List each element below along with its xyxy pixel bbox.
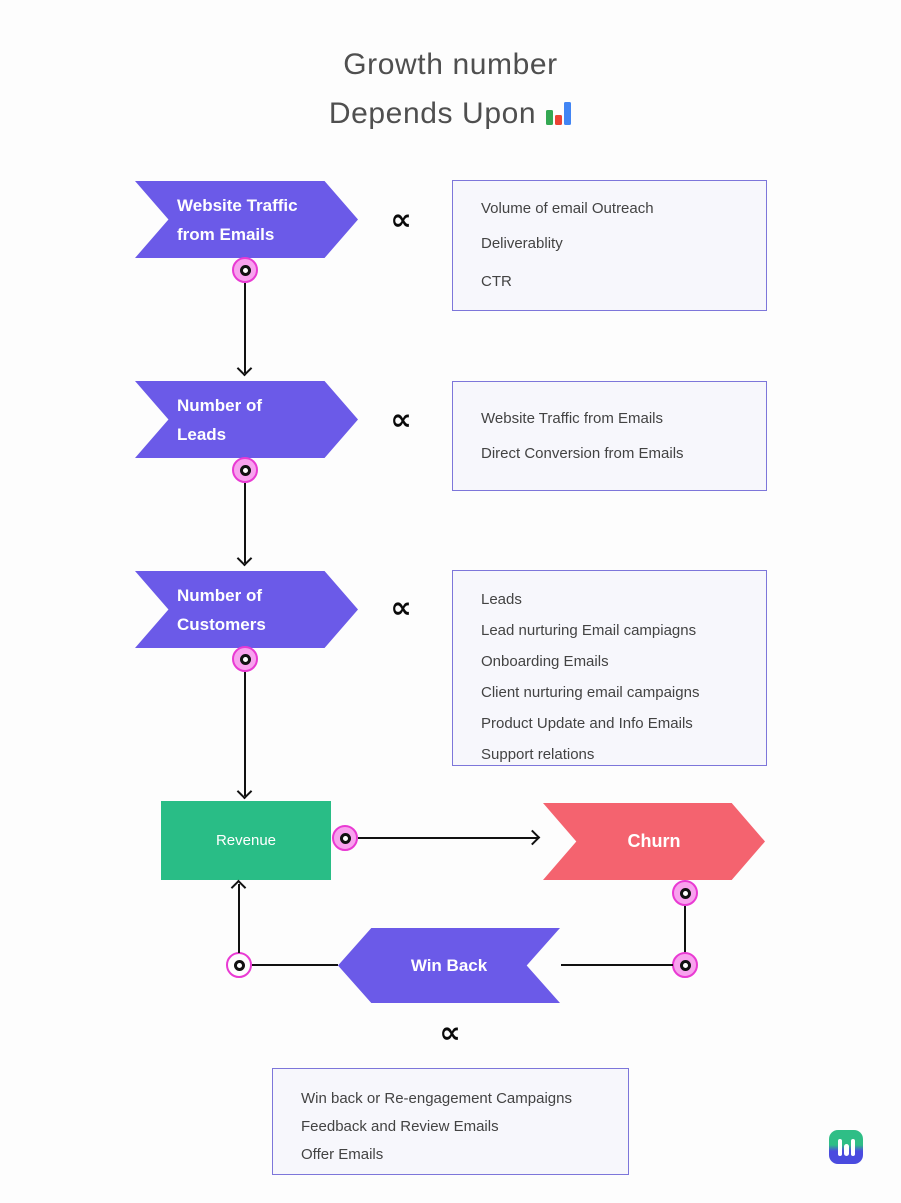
factor-item: Client nurturing email campaigns <box>481 684 700 701</box>
flow-line <box>684 906 686 953</box>
proportional-symbol: ∝ <box>390 202 412 238</box>
arrowhead-down-icon <box>236 783 253 800</box>
node-label-line: Number of <box>177 585 262 605</box>
flow-node-revenue: Revenue <box>161 801 331 880</box>
flow-node-win-back: Win Back <box>338 928 560 1003</box>
factor-item: Direct Conversion from Emails <box>481 445 684 462</box>
arrowhead-down-icon <box>236 360 253 377</box>
arrowhead-right-icon <box>524 829 541 846</box>
arrowhead-down-icon <box>236 550 253 567</box>
page-title-line2-text: Depends Upon <box>328 97 537 130</box>
factor-box-traffic: Volume of email Outreach Deliverablity C… <box>452 180 767 311</box>
factor-item: Offer Emails <box>301 1146 384 1163</box>
node-label-line: Website Traffic <box>177 195 298 215</box>
node-label: Win Back <box>410 956 488 975</box>
factor-item: Website Traffic from Emails <box>481 410 663 427</box>
node-label-line: Number of <box>177 395 262 415</box>
factor-item: Support relations <box>481 746 595 763</box>
factor-item: Win back or Re-engagement Campaigns <box>301 1090 572 1107</box>
factor-item: Leads <box>481 591 522 608</box>
flow-node-leads: Number of Leads <box>135 381 358 458</box>
factor-item: Volume of email Outreach <box>481 200 654 217</box>
factor-box-leads: Website Traffic from Emails Direct Conve… <box>452 381 767 491</box>
connector-dot <box>232 257 258 283</box>
flow-line <box>244 672 246 796</box>
bar-chart-icon <box>546 99 572 127</box>
factor-item: Onboarding Emails <box>481 653 609 670</box>
flow-line <box>244 283 246 373</box>
flow-node-churn: Churn <box>543 803 765 880</box>
factor-box-win-back: Win back or Re-engagement Campaigns Feed… <box>272 1068 629 1175</box>
factor-item: CTR <box>481 273 512 290</box>
arrowhead-up-icon <box>230 879 247 896</box>
brand-logo-icon <box>829 1130 863 1164</box>
node-label: Revenue <box>215 832 277 849</box>
connector-dot <box>672 952 698 978</box>
connector-dot <box>332 825 358 851</box>
connector-dot <box>232 646 258 672</box>
proportional-symbol: ∝ <box>390 590 412 626</box>
factor-item: Product Update and Info Emails <box>481 715 693 732</box>
page-title-line2: Depends Upon <box>0 97 901 131</box>
flow-line <box>238 884 240 953</box>
flow-line <box>244 483 246 563</box>
node-label-line: Customers <box>177 614 266 634</box>
node-label-line: from Emails <box>177 224 275 244</box>
connector-dot <box>672 880 698 906</box>
factor-item: Deliverablity <box>481 235 563 252</box>
flow-node-customers: Number of Customers <box>135 571 358 648</box>
proportional-symbol: ∝ <box>390 402 412 438</box>
node-label: Churn <box>627 831 681 851</box>
flow-node-website-traffic: Website Traffic from Emails <box>135 181 358 258</box>
node-label-line: Leads <box>177 424 227 444</box>
factor-item: Feedback and Review Emails <box>301 1118 499 1135</box>
proportional-symbol: ∝ <box>439 1015 461 1051</box>
connector-dot <box>226 952 252 978</box>
page-title-line1: Growth number <box>343 48 558 81</box>
connector-dot <box>232 457 258 483</box>
factor-item: Lead nurturing Email campiagns <box>481 622 697 639</box>
flow-line <box>358 837 538 839</box>
flow-line <box>252 964 338 966</box>
factor-box-customers: Leads Lead nurturing Email campiagns Onb… <box>452 570 767 766</box>
flow-line <box>561 964 673 966</box>
